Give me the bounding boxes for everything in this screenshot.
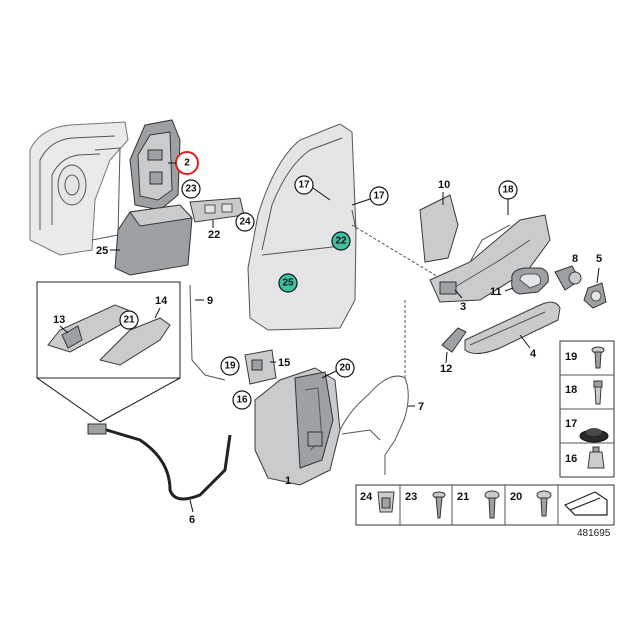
callout-circle-24[interactable] — [235, 212, 255, 232]
callout-label-16: 16 — [236, 395, 248, 406]
plug-16-icon — [587, 446, 605, 469]
callout-label-25: 25 — [96, 245, 108, 257]
callout-label-10: 10 — [438, 179, 450, 191]
callout-label-21: 21 — [123, 315, 135, 326]
striker-bracket-illustration — [244, 349, 277, 385]
legend-column — [559, 340, 615, 478]
callout-label-15: 15 — [278, 357, 290, 369]
callout-label-13: 13 — [53, 314, 65, 326]
legend-label-21: 21 — [457, 491, 469, 503]
callout-circle-22-accent[interactable] — [331, 231, 351, 251]
callout-circle-25-accent[interactable] — [278, 273, 298, 293]
callout-label-11: 11 — [490, 286, 502, 298]
legend-label-20: 20 — [510, 491, 522, 503]
callout-label-9: 9 — [207, 295, 213, 307]
callout-label-19: 19 — [224, 361, 236, 372]
clip-bracket-illustration — [189, 197, 245, 223]
legend-label-18: 18 — [565, 384, 577, 396]
lock-cylinder-illustration — [554, 265, 582, 291]
release-cable — [339, 375, 409, 475]
door-shell-illustration — [247, 123, 357, 331]
handle-carrier-illustration — [419, 194, 551, 303]
legend-label-17: 17 — [565, 418, 577, 430]
callout-label-14: 14 — [155, 295, 168, 307]
legend-label-16: 16 — [565, 453, 577, 465]
legend-label-19: 19 — [565, 351, 577, 363]
small-gasket-illustration — [441, 327, 467, 353]
actuator-rod — [189, 284, 226, 381]
callout-circle-17a[interactable] — [294, 175, 314, 195]
callout-label-18: 18 — [502, 185, 514, 196]
callout-label-8: 8 — [572, 253, 578, 265]
callout-circle-23[interactable] — [181, 179, 201, 199]
outer-handle-illustration — [464, 301, 561, 354]
inner-handle-illustration — [47, 304, 171, 366]
insulation-block-illustration — [114, 204, 194, 276]
callout-label-12: 12 — [440, 363, 452, 375]
callout-circle-16[interactable] — [232, 390, 252, 410]
grommet-17-icon — [579, 428, 609, 443]
end-cap-illustration — [583, 282, 607, 309]
legend-label-23: 23 — [405, 491, 417, 503]
legend-label-24: 24 — [360, 491, 373, 503]
callout-circle-21[interactable] — [119, 310, 139, 330]
callout-circle-20[interactable] — [335, 358, 355, 378]
callout-label-22-accent: 22 — [335, 236, 347, 247]
callout-label-17b: 17 — [373, 191, 385, 202]
lock-module-illustration — [129, 119, 181, 211]
screw-20-icon — [536, 490, 552, 517]
bowden-cable — [99, 426, 232, 501]
screw-21-icon — [484, 490, 500, 519]
navigation-arrow-icon[interactable] — [563, 491, 608, 516]
callout-circle-19[interactable] — [220, 356, 240, 376]
callout-label-5: 5 — [596, 253, 602, 265]
callout-label-22: 22 — [208, 229, 220, 241]
door-inner-frame-illustration — [29, 121, 129, 256]
screw-19-icon — [591, 346, 605, 369]
callout-label-7: 7 — [418, 401, 424, 413]
callout-label-2: 2 — [184, 158, 190, 169]
callout-label-20: 20 — [339, 363, 351, 374]
screw-23-icon — [432, 491, 446, 519]
callout-circle-17b[interactable] — [369, 186, 389, 206]
handle-gasket-illustration — [511, 267, 549, 295]
callout-label-3: 3 — [460, 301, 466, 313]
callout-label-4: 4 — [530, 348, 537, 360]
callout-label-17a: 17 — [298, 180, 310, 191]
door-latch-illustration — [254, 367, 341, 486]
callout-label-6: 6 — [189, 514, 195, 526]
cable-end-fitting — [87, 423, 107, 435]
callout-label-25-accent: 25 — [282, 278, 294, 289]
callout-label-23: 23 — [185, 184, 197, 195]
callout-label-24: 24 — [239, 217, 251, 228]
inner-handle-detail-frame — [36, 281, 181, 379]
screw-18-icon — [593, 380, 603, 405]
clip-nut-24-icon — [377, 491, 395, 513]
diagram-id-label: 481695 — [577, 528, 611, 539]
callout-label-1: 1 — [285, 475, 291, 487]
